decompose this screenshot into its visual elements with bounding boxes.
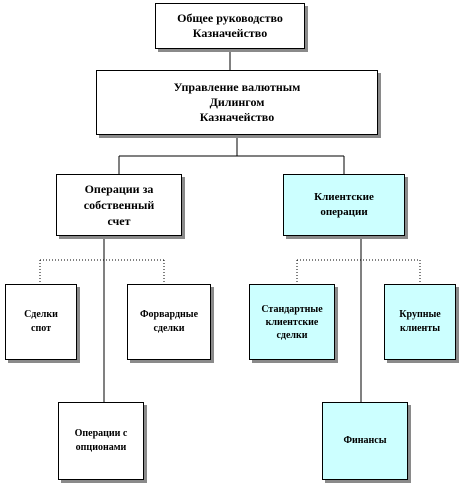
- node-spot-deals: Сделки спот: [5, 284, 77, 360]
- node-large-clients: Крупные клиенты: [384, 284, 456, 360]
- node-client-operations: Клиентские операции: [283, 174, 405, 236]
- node-standard-client-deals: Стандартные клиентские сделки: [249, 284, 335, 360]
- node-standard-client-deals-label: Стандартные клиентские сделки: [261, 303, 323, 341]
- node-options-operations: Операции с опционами: [58, 402, 144, 480]
- node-forward-deals-label: Форвардные сделки: [139, 309, 199, 334]
- node-client-operations-label: Клиентские операции: [314, 191, 374, 218]
- node-fx-dealing-management: Управление валютным Дилингом Казначейств…: [96, 70, 378, 135]
- node-forward-deals: Форвардные сделки: [127, 284, 211, 360]
- node-own-account-operations: Операции за собственный счет: [56, 174, 182, 236]
- node-spot-deals-label: Сделки спот: [24, 309, 58, 334]
- node-large-clients-label: Крупные клиенты: [399, 309, 441, 334]
- node-general-management-label: Общее руководство Казначейство: [177, 11, 283, 40]
- node-fx-dealing-management-label: Управление валютным Дилингом Казначейств…: [173, 80, 301, 124]
- node-own-account-operations-label: Операции за собственный счет: [83, 182, 155, 228]
- node-general-management: Общее руководство Казначейство: [155, 3, 305, 49]
- node-options-operations-label: Операции с опционами: [74, 428, 128, 453]
- node-financials-label: Финансы: [343, 435, 387, 446]
- node-financials: Финансы: [322, 402, 408, 480]
